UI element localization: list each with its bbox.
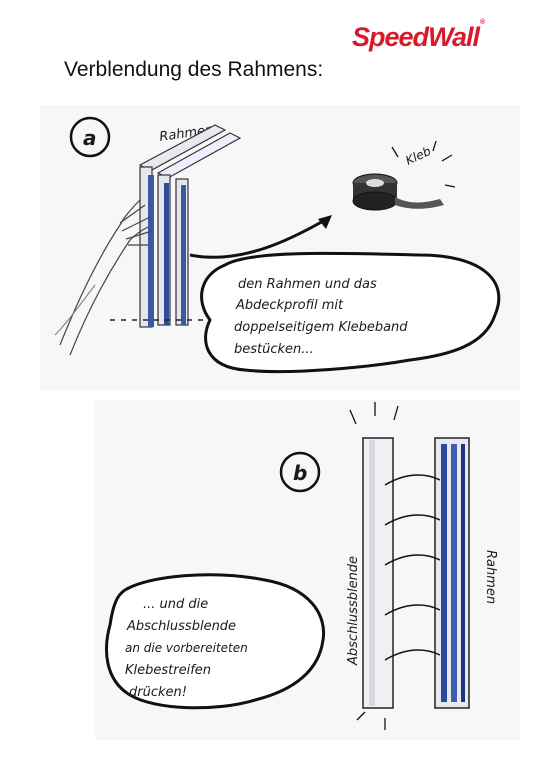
note-b-line-5: drücken! xyxy=(129,685,187,700)
step-a-marker xyxy=(69,116,111,158)
note-a-line-2: Abdeckprofil mit xyxy=(235,298,344,313)
tape-roll-drawing xyxy=(352,173,444,211)
step-b-marker xyxy=(279,451,321,493)
note-bubble-a xyxy=(200,251,501,374)
step-b-marker-label: b xyxy=(293,461,307,485)
tape-spark xyxy=(391,140,456,188)
step-b-sketch: b Abschlussblende Rahmen ... und die Abs… xyxy=(95,400,520,740)
note-b-line-3: an die vorbereiteten xyxy=(125,641,248,655)
note-a-line-4: bestücken... xyxy=(234,342,314,357)
hand-drawing xyxy=(54,199,153,356)
frame-profile-drawing xyxy=(110,124,242,328)
press-arrows xyxy=(384,474,441,661)
spark-lines xyxy=(349,402,399,730)
arrow-to-tape xyxy=(189,218,326,259)
note-a-line-1: den Rahmen und das xyxy=(238,277,377,292)
note-b-line-1: ... und die xyxy=(143,597,208,612)
frame-drawing xyxy=(434,437,470,709)
note-b-line-4: Klebestreifen xyxy=(125,663,211,678)
cover-label: Abschlussblende xyxy=(346,556,361,666)
cover-strip-drawing xyxy=(362,437,394,709)
step-a-marker-label: a xyxy=(83,126,97,150)
frame-label-b: Rahmen xyxy=(483,550,498,604)
note-bubble-b xyxy=(105,573,326,710)
note-b-line-2: Abschlussblende xyxy=(126,619,236,634)
note-a-line-3: doppelseitigem Klebeband xyxy=(234,320,408,335)
speedwall-logo: SpeedWall® xyxy=(352,19,485,52)
page-title: Verblendung des Rahmens: xyxy=(64,58,324,81)
step-a-sketch: a Rahmen Kleb den Rahmen und das Abdeckp… xyxy=(40,105,520,390)
